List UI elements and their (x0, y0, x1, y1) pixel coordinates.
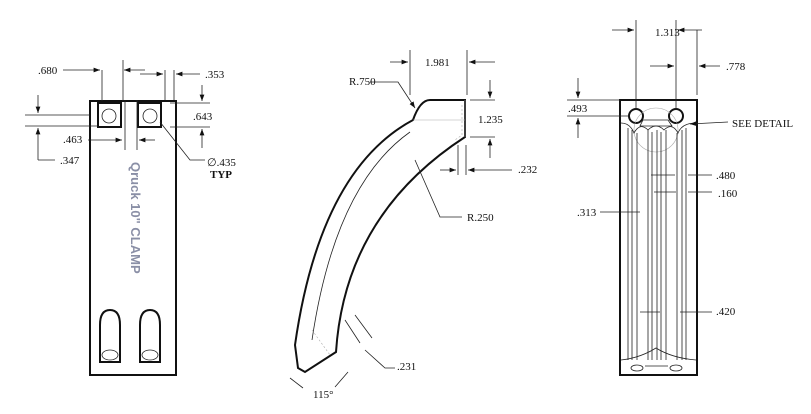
dim-typ: TYP (210, 169, 232, 181)
dim-313: .313 (577, 207, 597, 219)
dim-160: .160 (718, 188, 738, 200)
back-view: 1.313 .778 .493 SEE DETAIL .480 .160 .31… (567, 20, 793, 376)
clamp-arc-outline (293, 99, 466, 374)
top-pocket-right (137, 102, 162, 128)
dim-353: .353 (205, 69, 225, 81)
dim-493: .493 (568, 103, 588, 115)
bottom-slot-right (139, 308, 161, 363)
front-view: Qruck 10" CLAMP .680 .353 .643 .463 .347… (25, 60, 236, 376)
dim-420: .420 (716, 306, 736, 318)
clamp-body-outline (89, 100, 177, 376)
dim-hole-diameter: ∅.435 (207, 157, 236, 169)
part-label: Qruck 10" CLAMP (128, 162, 143, 274)
dim-778: .778 (726, 61, 746, 73)
dim-231: .231 (397, 361, 416, 373)
dim-r250: R.250 (467, 212, 494, 224)
dim-r750: R.750 (349, 76, 376, 88)
see-detail-note: SEE DETAIL (732, 118, 793, 130)
dim-347: .347 (60, 155, 80, 167)
dim-232: .232 (518, 164, 537, 176)
detail-circle (633, 107, 679, 153)
top-pocket-left (97, 102, 122, 128)
dim-480: .480 (716, 170, 736, 182)
dim-angle-115: 115° (313, 389, 334, 401)
back-body-outline (619, 99, 698, 376)
bottom-slot-left (99, 308, 121, 363)
dim-680: .680 (38, 65, 58, 77)
dim-463: .463 (63, 134, 83, 146)
dim-643: .643 (193, 111, 213, 123)
dim-1313: 1.313 (655, 27, 680, 39)
dim-1235: 1.235 (478, 114, 503, 126)
dim-1981: 1.981 (425, 57, 450, 69)
side-view: R.750 1.981 1.235 .232 R.250 .231 115° (289, 50, 537, 401)
